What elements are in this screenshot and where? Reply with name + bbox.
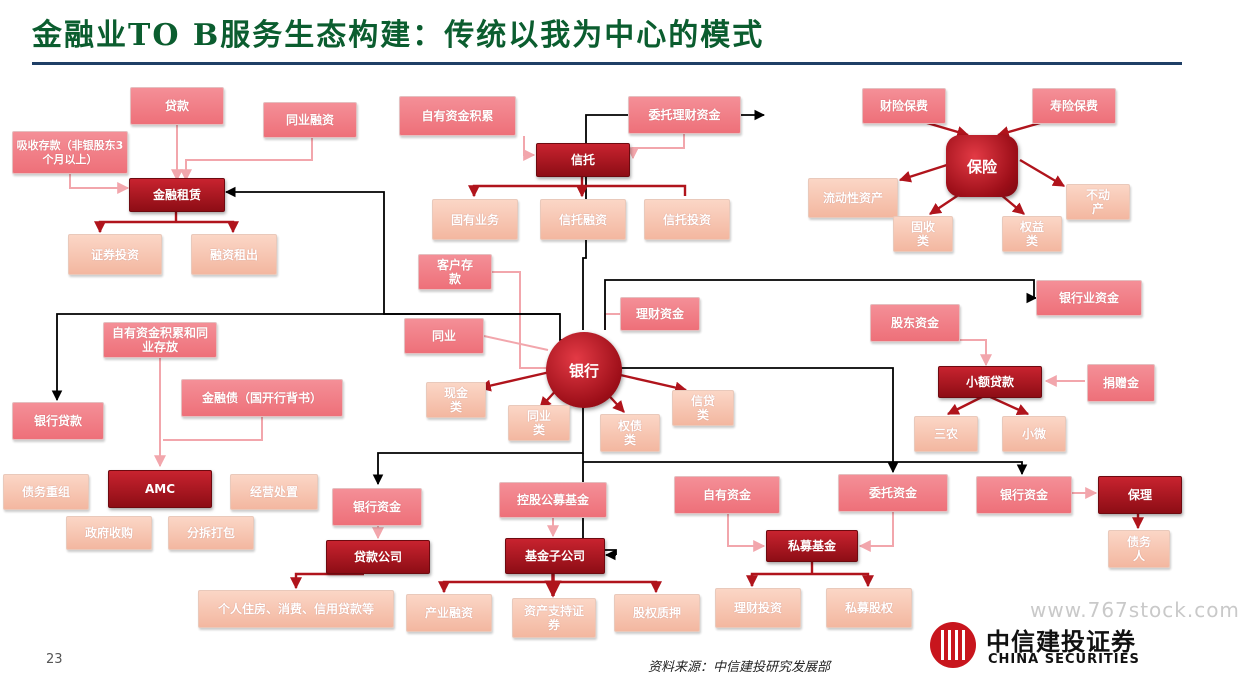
connector-bank-daikuan	[51, 313, 560, 402]
node-weituo-licai-zijin: 委托理财资金	[628, 96, 741, 134]
arrow-baoxian-quanyi	[999, 193, 1025, 215]
node-tongye-rongzi: 同业融资	[263, 102, 357, 138]
node-caixian-baofei: 财险保费	[862, 88, 946, 124]
connector-bank-yinhangye-a	[604, 279, 1035, 330]
connector-kehu-yinhang	[492, 271, 548, 369]
node-sannong: 三农	[914, 416, 978, 452]
node-amc: AMC	[108, 470, 212, 508]
connector-ziyou-xintuo	[523, 136, 536, 161]
node-shouxian-baofei: 寿险保费	[1032, 88, 1116, 124]
connector-jinrongzhai-amc	[163, 417, 263, 441]
node-xintuo-touzi: 信托投资	[644, 199, 730, 240]
node-liudongxing-zichan: 流动性资产	[808, 178, 898, 218]
node-tongye-lei: 同业类	[508, 405, 570, 441]
node-zhaiwuren: 债务人	[1108, 530, 1170, 568]
node-weituo-zijin: 委托资金	[838, 474, 948, 512]
tree-jijin	[442, 574, 656, 592]
node-jingying-chuzhi: 经营处置	[230, 474, 318, 510]
source-note: 资料来源：中信建投研究发展部	[648, 660, 831, 675]
node-jinrong-zhai: 金融债（国开行背书）	[181, 379, 343, 417]
node-gudong-zijin: 股东资金	[870, 304, 960, 342]
node-ziyou-zijin: 自有资金	[674, 476, 780, 514]
node-licai-touzi: 理财投资	[715, 588, 801, 628]
node-yinhang-zijin-2: 银行资金	[976, 476, 1072, 514]
connector-licai-yinhang	[604, 313, 620, 330]
connector-ziyou-simu	[727, 514, 766, 552]
node-zhengfu-shougou: 政府收购	[66, 516, 152, 550]
node-xiao-e-daikuan: 小额贷款	[938, 366, 1042, 398]
node-ziyou-zijin-jilei: 自有资金积累	[399, 96, 516, 136]
node-baoxian: 保险	[946, 135, 1018, 197]
title-divider	[32, 62, 1182, 65]
node-zhaiwu-chongzu: 债务重组	[3, 474, 89, 510]
node-xindai-lei: 信贷类	[672, 390, 734, 426]
connector-tongye-zulin	[180, 138, 313, 182]
node-zhengquan-touzi: 证券投资	[68, 234, 162, 275]
node-tongye: 同业	[404, 318, 484, 354]
node-jijin-zigongsi: 基金子公司	[505, 538, 605, 574]
node-simu-guquan: 私募股权	[826, 588, 912, 628]
node-gushou-lei: 固收类	[893, 216, 953, 252]
distribution-connectors	[94, 113, 1144, 596]
connector-bank-weituozijin	[620, 367, 899, 474]
node-xintuo: 信托	[536, 143, 630, 177]
node-rongzi-zuchu: 融资租出	[191, 234, 277, 275]
tree-xintuo	[472, 177, 687, 196]
watermark: www.767stock.com	[1030, 598, 1240, 622]
node-yinhang: 银行	[546, 332, 622, 408]
node-ziyou-tongye-cunfang: 自有资金积累和同业存放	[103, 322, 217, 358]
connector-weituo-simu	[858, 512, 894, 552]
connector-cunkuan-zulin	[69, 174, 130, 194]
node-quanzhai-lei: 权债类	[600, 414, 660, 452]
node-kehu-cunkuan: 客户存款	[418, 254, 492, 290]
arrow-baoxian-liudong	[898, 162, 951, 183]
connector-gudong-xiaoe	[936, 339, 992, 367]
tree-simu	[750, 562, 868, 586]
node-baoli: 保理	[1098, 476, 1182, 514]
node-xiaowei: 小微	[1002, 416, 1066, 452]
node-guquan-zhiya: 股权质押	[614, 594, 700, 632]
node-budongchan: 不动产	[1066, 184, 1130, 220]
node-licai-zijin: 理财资金	[620, 297, 700, 331]
arrow-xiaoe-xiaowei	[985, 393, 1030, 416]
node-yinhang-zijin-1: 银行资金	[332, 488, 422, 526]
node-juanzeng-jin: 捐赠金	[1087, 364, 1155, 402]
page-title: 金融业TO B服务生态构建：传统以我为中心的模式	[32, 18, 765, 53]
node-fenchai-dabao: 分拆打包	[168, 516, 254, 550]
node-xishou-cunkuan: 吸收存款（非银股东3个月以上）	[12, 131, 128, 174]
arrow-baoxian-budongchan	[1019, 158, 1066, 188]
china-securities-logo: 中信建投证券 CHINA SECURITIES	[930, 622, 1200, 670]
arrow-xiaoe-sannong	[946, 393, 987, 416]
connector-weituo-xintuo	[627, 134, 685, 160]
connector-bank-yinhangzijin	[372, 388, 584, 486]
node-geren-zhufang: 个人住房、消费、信用贷款等	[198, 590, 394, 628]
connector-tongye-yinhang	[483, 335, 549, 351]
node-jinrong-zulin: 金融租赁	[129, 178, 225, 212]
node-daikuan: 贷款	[130, 87, 224, 125]
tree-zulin	[98, 212, 233, 232]
node-daikuan-gongsi: 贷款公司	[326, 540, 430, 574]
arrow-daikuangongsi-geren	[290, 572, 364, 590]
node-guyou-yewu: 固有业务	[432, 199, 518, 240]
node-simu-jijin: 私募基金	[766, 530, 858, 562]
arrow-yinhang-xianjin	[478, 370, 551, 392]
node-yinhangye-zijin: 银行业资金	[1036, 280, 1142, 316]
logo-cn-text: 中信建投证券	[986, 627, 1136, 656]
node-yinhang-daikuan: 银行贷款	[12, 402, 104, 440]
node-quanyi-lei-ins: 权益类	[1002, 216, 1062, 252]
node-xintuo-rongzi: 信托融资	[540, 199, 626, 240]
arrow-yinhang-xindai	[615, 372, 688, 394]
logo-en-text: CHINA SECURITIES	[988, 652, 1140, 667]
logo-emblem-icon	[930, 622, 976, 668]
node-zichan-zhichi: 资产支持证券	[512, 598, 596, 638]
page-number: 23	[46, 652, 63, 667]
connector-bank-yinhangzijin2	[583, 461, 1028, 476]
node-xianjin-lei: 现金类	[426, 382, 486, 418]
node-chanye-rongzi: 产业融资	[406, 594, 492, 632]
arrow-baoxian-gushou	[929, 193, 961, 215]
node-konggu-gongmu: 控股公募基金	[499, 482, 607, 518]
